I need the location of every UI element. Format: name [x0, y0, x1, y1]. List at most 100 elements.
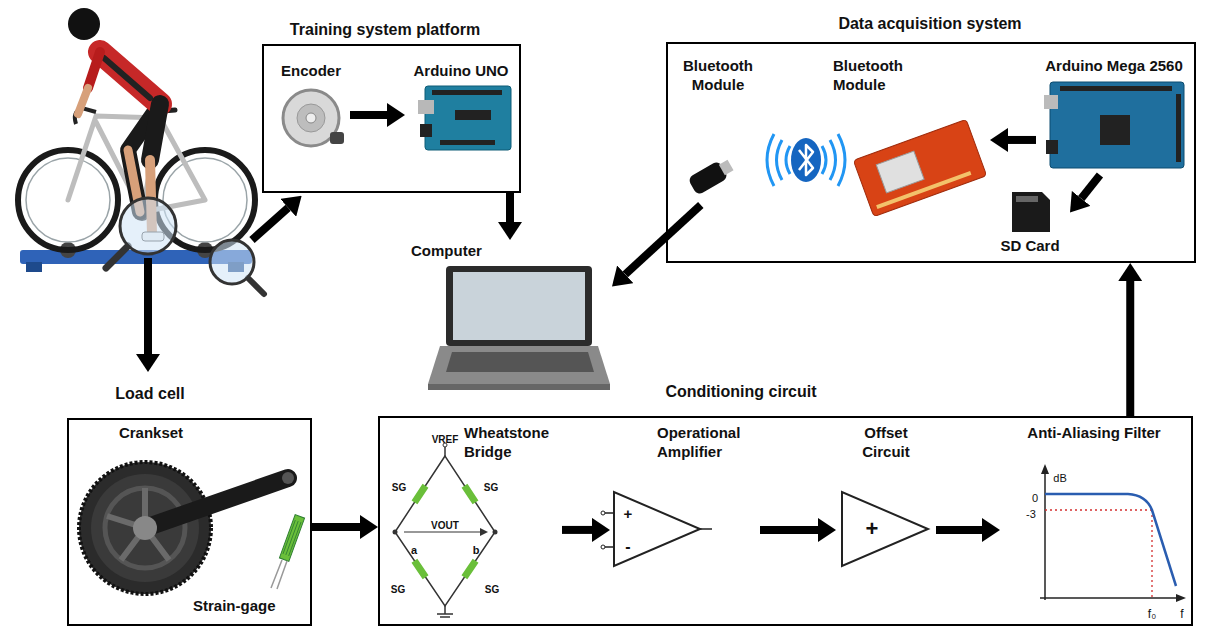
- wheatstone-bridge-symbol: [493, 530, 498, 535]
- crankset-picture: [79, 462, 211, 594]
- sensor-panel: CranksetStrain-gageLoad cell: [67, 418, 312, 626]
- bluetooth-board-picture: [853, 119, 986, 216]
- cyclist: [104, 58, 150, 98]
- sd-card-picture: [1012, 192, 1050, 232]
- signal-name: VREF: [432, 434, 459, 445]
- offset-amp-symbol: [842, 492, 928, 566]
- crankset-picture: [105, 488, 185, 568]
- arduino-mega-picture: [1046, 140, 1058, 154]
- arduino-uno-picture: [420, 124, 432, 137]
- pointer-arrow: [144, 258, 152, 354]
- arduino-uno-picture: [455, 110, 491, 120]
- strain-gage: Strain-gage: [190, 490, 306, 618]
- bluetooth-symbol: [799, 145, 813, 175]
- flow-arrow: [506, 193, 514, 222]
- arduino-uno-picture: [418, 86, 511, 150]
- cyclist: [88, 52, 100, 88]
- gage-label: SG: [484, 482, 498, 493]
- arduino-mega-picture: [1100, 115, 1130, 145]
- arduino-uno-picture: [425, 86, 511, 150]
- computer: Computer: [408, 240, 612, 395]
- amplifier-stage: Operational Amplifier: [610, 422, 760, 572]
- bluetooth-board-picture: [853, 119, 986, 216]
- microcontroller-board: Arduino Mega 2560: [1036, 55, 1192, 175]
- filter-plot: [1041, 464, 1049, 474]
- filter-plot: [1045, 509, 1152, 510]
- op-amp-symbol: [614, 492, 700, 566]
- bluetooth-symbol: [791, 138, 821, 182]
- arduino-mega-picture: [1044, 82, 1184, 168]
- laptop-picture: [453, 272, 585, 340]
- cyclist: [100, 52, 160, 104]
- panel-title: Training system platform: [290, 20, 480, 40]
- laptop-picture: [428, 346, 610, 384]
- wheatstone-bridge-symbol: [393, 443, 498, 617]
- arduino-mega-picture: [1050, 82, 1184, 168]
- arduino-uno-picture: [418, 100, 434, 114]
- magnifier: [210, 240, 254, 284]
- crankset-picture: [145, 478, 288, 528]
- crankset-picture: [282, 472, 294, 484]
- arduino-mega-picture: [1060, 86, 1172, 91]
- wheatstone-bridge-symbol: [393, 530, 398, 535]
- encoder: Encoder: [272, 60, 350, 160]
- flow-arrow: [350, 111, 387, 119]
- sd-card-picture: [1012, 192, 1050, 232]
- pointer-arrow: [148, 208, 288, 354]
- flow-arrow: [562, 526, 592, 534]
- strain-gage-picture: [279, 515, 304, 562]
- node-letter: a: [411, 544, 417, 556]
- microcontroller-board: Arduino UNO: [405, 60, 517, 165]
- offset-stage: Offset Circuit: [836, 422, 936, 572]
- op-amp-symbol: [601, 545, 605, 549]
- node-letter: b: [473, 544, 480, 556]
- offset-amp-symbol: [842, 492, 928, 566]
- filter-plot: [1044, 472, 1046, 600]
- panel-title: Data acquisition system: [838, 14, 1021, 34]
- connector-group: [312, 115, 1130, 530]
- axis-tick: 0: [1032, 492, 1038, 504]
- component-label: Bluetooth Module: [678, 57, 758, 95]
- axis-unit: dB: [1053, 472, 1066, 484]
- crankset-picture: [133, 516, 157, 540]
- component-label: Anti-Aliasing Filter: [1027, 424, 1160, 443]
- bluetooth-board-picture: [876, 171, 971, 209]
- op-amp-symbol: [604, 513, 712, 547]
- component-label: Operational Amplifier: [657, 424, 757, 462]
- wheatstone-bridge-symbol: [395, 456, 495, 606]
- bike-trainer: [26, 262, 42, 272]
- wheatstone-bridge-symbol: [437, 606, 453, 617]
- laptop-picture: [446, 266, 592, 346]
- bluetooth-board-picture: [853, 119, 986, 216]
- system-panel: Bluetooth Module Bluetooth Module Arduino …: [666, 42, 1196, 263]
- encoder-picture: [297, 104, 325, 132]
- flow-arrow: [1081, 175, 1100, 198]
- strain-gage-picture: [283, 520, 301, 556]
- flow-arrow: [312, 523, 360, 531]
- bridge-stage: Wheatstone Bridge: [386, 422, 562, 612]
- filter-plot: [1176, 594, 1186, 602]
- flow-arrow: [1126, 281, 1134, 416]
- arduino-uno-picture: [432, 90, 502, 95]
- component-label: Offset Circuit: [851, 424, 921, 462]
- arduino-mega-picture: [1044, 95, 1058, 109]
- magnifier: [248, 278, 264, 294]
- strain-gage-picture: [271, 515, 305, 589]
- op-amp-symbol: [601, 511, 605, 515]
- filter-plot: [1040, 464, 1186, 602]
- cyclist: [150, 104, 160, 160]
- axis-label: f: [1180, 608, 1183, 621]
- filter-plot: [1040, 597, 1178, 599]
- component-label: Arduino Mega 2560: [1045, 57, 1183, 76]
- strain-gage-picture: [279, 515, 304, 562]
- component-label: Arduino UNO: [414, 62, 509, 81]
- arduino-mega-picture: [1176, 94, 1181, 162]
- magnifier: [106, 246, 128, 268]
- system-panel: EncoderArduino UNOTraining system platfo…: [262, 44, 521, 193]
- axis-tick: -3: [1026, 508, 1036, 520]
- component-label: Bluetooth Module: [833, 57, 923, 95]
- laptop-picture: [428, 266, 610, 390]
- laptop-picture: [446, 352, 594, 372]
